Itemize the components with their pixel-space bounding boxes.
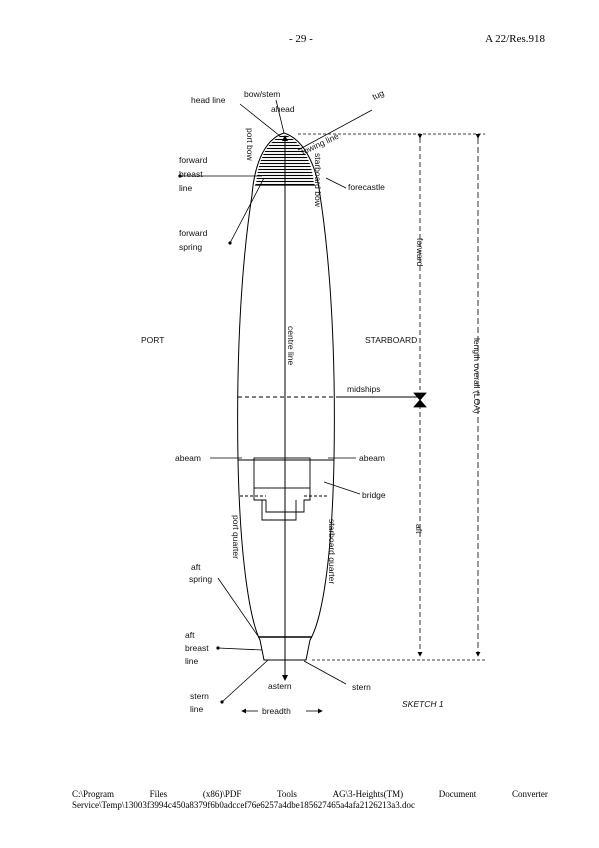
footer-path-word: Files — [149, 789, 168, 799]
label-abeam-starboard: abeam — [359, 453, 385, 463]
label-forward: forward — [415, 238, 425, 267]
label-ahead: ahead — [271, 104, 295, 114]
label-forward-spring-2: spring — [179, 242, 202, 252]
label-aft-spring-2: spring — [189, 574, 212, 584]
footer-path-line-2: Service\Temp\13003f3994c450a8379f6b0adcc… — [72, 800, 416, 810]
page-number: - 29 - — [289, 33, 313, 45]
document-footer: C:\Program Files (x86)\PDF Tools AG\3-Height… — [72, 789, 548, 811]
label-forward-breast-3: line — [179, 183, 193, 193]
label-aft-breast-2: breast — [185, 643, 209, 653]
label-port: PORT — [141, 335, 164, 345]
label-abeam-port: abeam — [175, 453, 201, 463]
label-centre-line: centre line — [286, 326, 296, 365]
label-port-bow: port bow — [245, 128, 255, 161]
label-tug: tug — [371, 88, 386, 102]
label-head-line: head line — [191, 95, 226, 105]
footer-path-line-1: C:\Program Files (x86)\PDF Tools AG\3-Height… — [72, 789, 548, 800]
label-midships: midships — [347, 384, 381, 394]
document-reference: A 22/Res.918 — [485, 33, 545, 45]
label-forecastle: forecastle — [348, 182, 385, 192]
footer-path-word: Tools — [277, 789, 297, 799]
label-starboard-bow: starboard bow — [313, 153, 323, 208]
label-breadth: breadth — [262, 706, 291, 716]
label-aft-spring-1: aft — [191, 562, 201, 572]
label-stern-line-2: line — [190, 704, 204, 714]
footer-path-word: Document — [438, 789, 477, 799]
label-starboard: STARBOARD — [365, 335, 417, 345]
superstructure — [238, 457, 334, 521]
label-bow-stem: bow/stem — [244, 89, 280, 99]
footer-path-word: AG\3-Heights(TM) — [332, 789, 404, 799]
label-aft: aft — [414, 524, 424, 534]
label-aft-breast-3: line — [185, 656, 199, 666]
sketch-caption: SKETCH 1 — [402, 699, 444, 709]
label-stern: stern — [352, 682, 371, 692]
label-bridge: bridge — [362, 490, 386, 500]
footer-path-word: C:\Program — [72, 789, 114, 799]
label-length-overall: length overall (LOA) — [472, 338, 482, 414]
footer-path-word: (x86)\PDF — [202, 789, 242, 799]
label-stern-line-1: stern — [190, 691, 209, 701]
label-port-quarter: port quarter — [231, 515, 241, 559]
footer-path-word: Converter — [511, 789, 548, 799]
label-forward-breast-2: breast — [179, 169, 203, 179]
text-labels: head line bow/stem ahead tug towing line… — [141, 88, 482, 716]
dimension-lines — [298, 133, 485, 661]
label-aft-breast-1: aft — [185, 630, 195, 640]
label-starboard-quarter: starboard quarter — [327, 519, 337, 584]
pointer-dots — [178, 174, 232, 704]
pointer-lines — [180, 99, 373, 703]
label-astern: astern — [268, 681, 292, 691]
label-forward-breast-1: forward — [179, 155, 208, 165]
label-forward-spring-1: forward — [179, 228, 208, 238]
